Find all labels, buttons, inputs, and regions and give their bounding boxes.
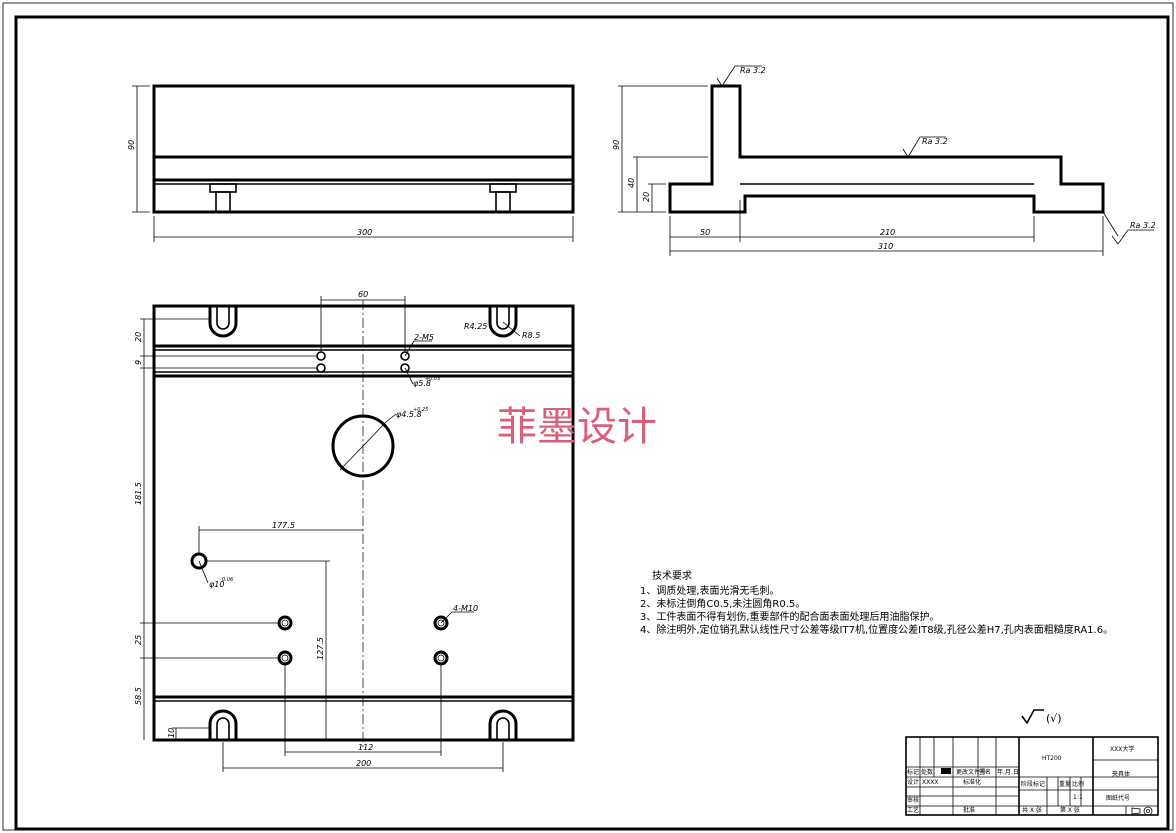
dim-9: 9 (134, 360, 143, 365)
dim-585: 58.5 (134, 687, 143, 705)
dim-1275: 127.5 (316, 637, 325, 660)
tech-req-title: 技术要求 (652, 569, 692, 582)
roughness-check-icon (1021, 709, 1044, 725)
tb-scale-label: 比例 (1072, 780, 1084, 788)
tb-approve: 批准 (963, 806, 975, 814)
tb-date: 年.月.日 (997, 768, 1019, 776)
top-view: 60 20 9 181.5 25 58.5 10 177.5 127.5 112… (134, 290, 575, 772)
tb-sign: 签名 (979, 768, 991, 776)
tb-craft: 工艺 (907, 806, 919, 814)
side-view: 90 40 20 50 210 310 Ra 3.2 Ra 3.2 Ra 3.2 (612, 65, 1156, 256)
roughness-right: Ra 3.2 (1130, 221, 1156, 230)
roughness-general: (√) (1046, 712, 1062, 725)
technical-requirements: 技术要求 1、调质处理,表面光滑无毛刺。 2、未标注倒角C0.5,未注圆角R0.… (640, 569, 1113, 636)
tb-mark: 标记 (907, 768, 919, 776)
label-phi54-tol: +0.25 (413, 407, 428, 413)
tb-part-name: 夹具体 (1112, 770, 1130, 778)
roughness-mid: Ra 3.2 (922, 137, 948, 146)
tb-scale: 1:1 (1073, 794, 1083, 801)
tech-req-item-2: 2、未标注倒角C0.5,未注圆角R0.5。 (640, 597, 805, 610)
dim-25: 25 (134, 635, 143, 645)
tb-sheet: 第 X 张 (1060, 806, 1080, 814)
dim-200: 200 (356, 759, 371, 768)
tech-req-item-3: 3、工件表面不得有划伤,重要部件的配合面表面处理后用油脂保护。 (640, 610, 940, 623)
side-dim-middle: 210 (880, 228, 895, 237)
projection-symbol-icon (1131, 806, 1153, 816)
tb-weight: 重量 (1059, 780, 1071, 788)
roughness-top: Ra 3.2 (740, 66, 766, 75)
tech-req-item-1: 1、调质处理,表面光滑无毛刺。 (640, 584, 780, 597)
tb-design: 设计 (907, 778, 919, 786)
tb-designer: XXXX (922, 779, 938, 786)
dim-20-top: 20 (134, 332, 143, 342)
dim-1775: 177.5 (272, 521, 295, 530)
label-phi58: φ5.8 (413, 379, 431, 388)
tb-university: XXX大学 (1110, 745, 1134, 753)
label-phi10: φ10 (209, 580, 224, 589)
label-r85: R8.5 (522, 331, 540, 340)
dim-112: 112 (358, 743, 373, 752)
watermark: 菲墨设计 (497, 404, 657, 450)
tb-drawing-no: 图纸代号 (1106, 794, 1130, 802)
inner-border (14, 15, 1170, 831)
title-block: 标记 处数 更改文件号 签名 年.月.日 设计 XXXX 标准化 审核 工艺 批… (905, 736, 1159, 816)
dim-1815: 181.5 (134, 482, 143, 505)
dim-10: 10 (167, 728, 176, 738)
label-m10: 4-M10 (453, 604, 478, 613)
tb-change-doc: 更改文件号 (956, 768, 986, 776)
side-dim-height: 90 (612, 140, 621, 150)
side-dim-left: 50 (700, 228, 710, 237)
label-phi10-tol: 0.06 (222, 577, 233, 583)
side-dim-mid: 40 (627, 178, 636, 188)
side-dim-total: 310 (878, 242, 893, 251)
label-phi58-tol: +0.03 (425, 376, 440, 382)
tb-review: 审核 (907, 796, 919, 804)
front-dim-height: 90 (127, 140, 136, 150)
label-phi54: φ4.5.8 (396, 410, 422, 419)
side-dim-low: 20 (642, 192, 651, 202)
front-view: 300 90 (127, 84, 575, 242)
tb-sheets: 共 X 张 (1022, 806, 1042, 814)
tb-stage: 阶段标记 (1021, 780, 1045, 788)
tb-count: 处数 (921, 768, 933, 776)
tech-req-item-4: 4、除注明外,定位销孔默认线性尺寸公差等级IT7机,位置度公差IT8级,孔径公差… (640, 623, 1113, 636)
dim-60: 60 (358, 290, 368, 299)
front-dim-width: 300 (357, 228, 372, 237)
label-m5: 2-M5 (414, 333, 434, 342)
tb-material: HT200 (1042, 755, 1062, 762)
label-r425: R4.25 (464, 322, 487, 331)
tb-standard: 标准化 (963, 778, 981, 786)
